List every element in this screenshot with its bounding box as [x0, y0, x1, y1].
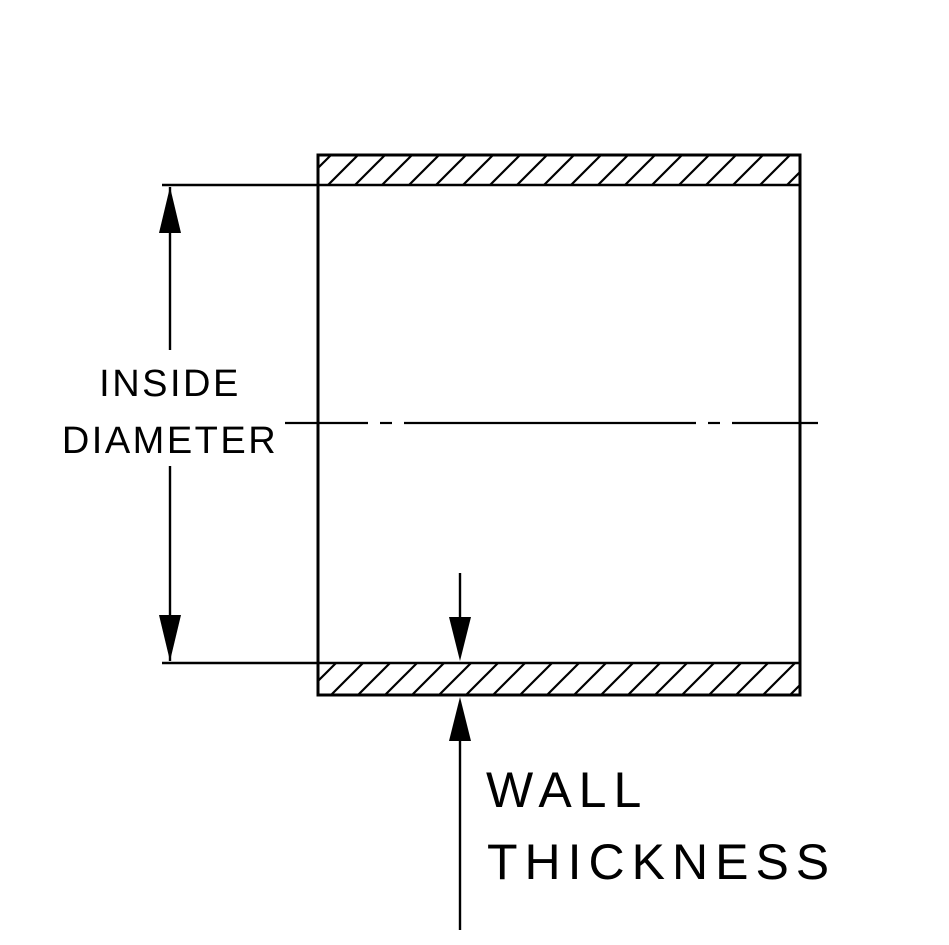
- inside-diameter-label-line1: INSIDE: [99, 363, 241, 405]
- wall-thickness-up-arrow: [449, 697, 471, 741]
- inside-diameter-label-mask: [60, 350, 280, 466]
- wall-thickness-down-arrow: [449, 617, 471, 661]
- wall-thickness-label-line1: WALL: [486, 762, 648, 818]
- inside-diameter-bottom-arrow: [159, 615, 181, 661]
- inside-diameter-label-line2: DIAMETER: [62, 420, 278, 462]
- wall-thickness-label-line2: THICKNESS: [487, 834, 836, 890]
- top-wall-hatch: [318, 155, 800, 185]
- inside-diameter-top-arrow: [159, 187, 181, 233]
- tube-outline: [316, 153, 802, 697]
- bottom-wall-hatch: [318, 663, 800, 695]
